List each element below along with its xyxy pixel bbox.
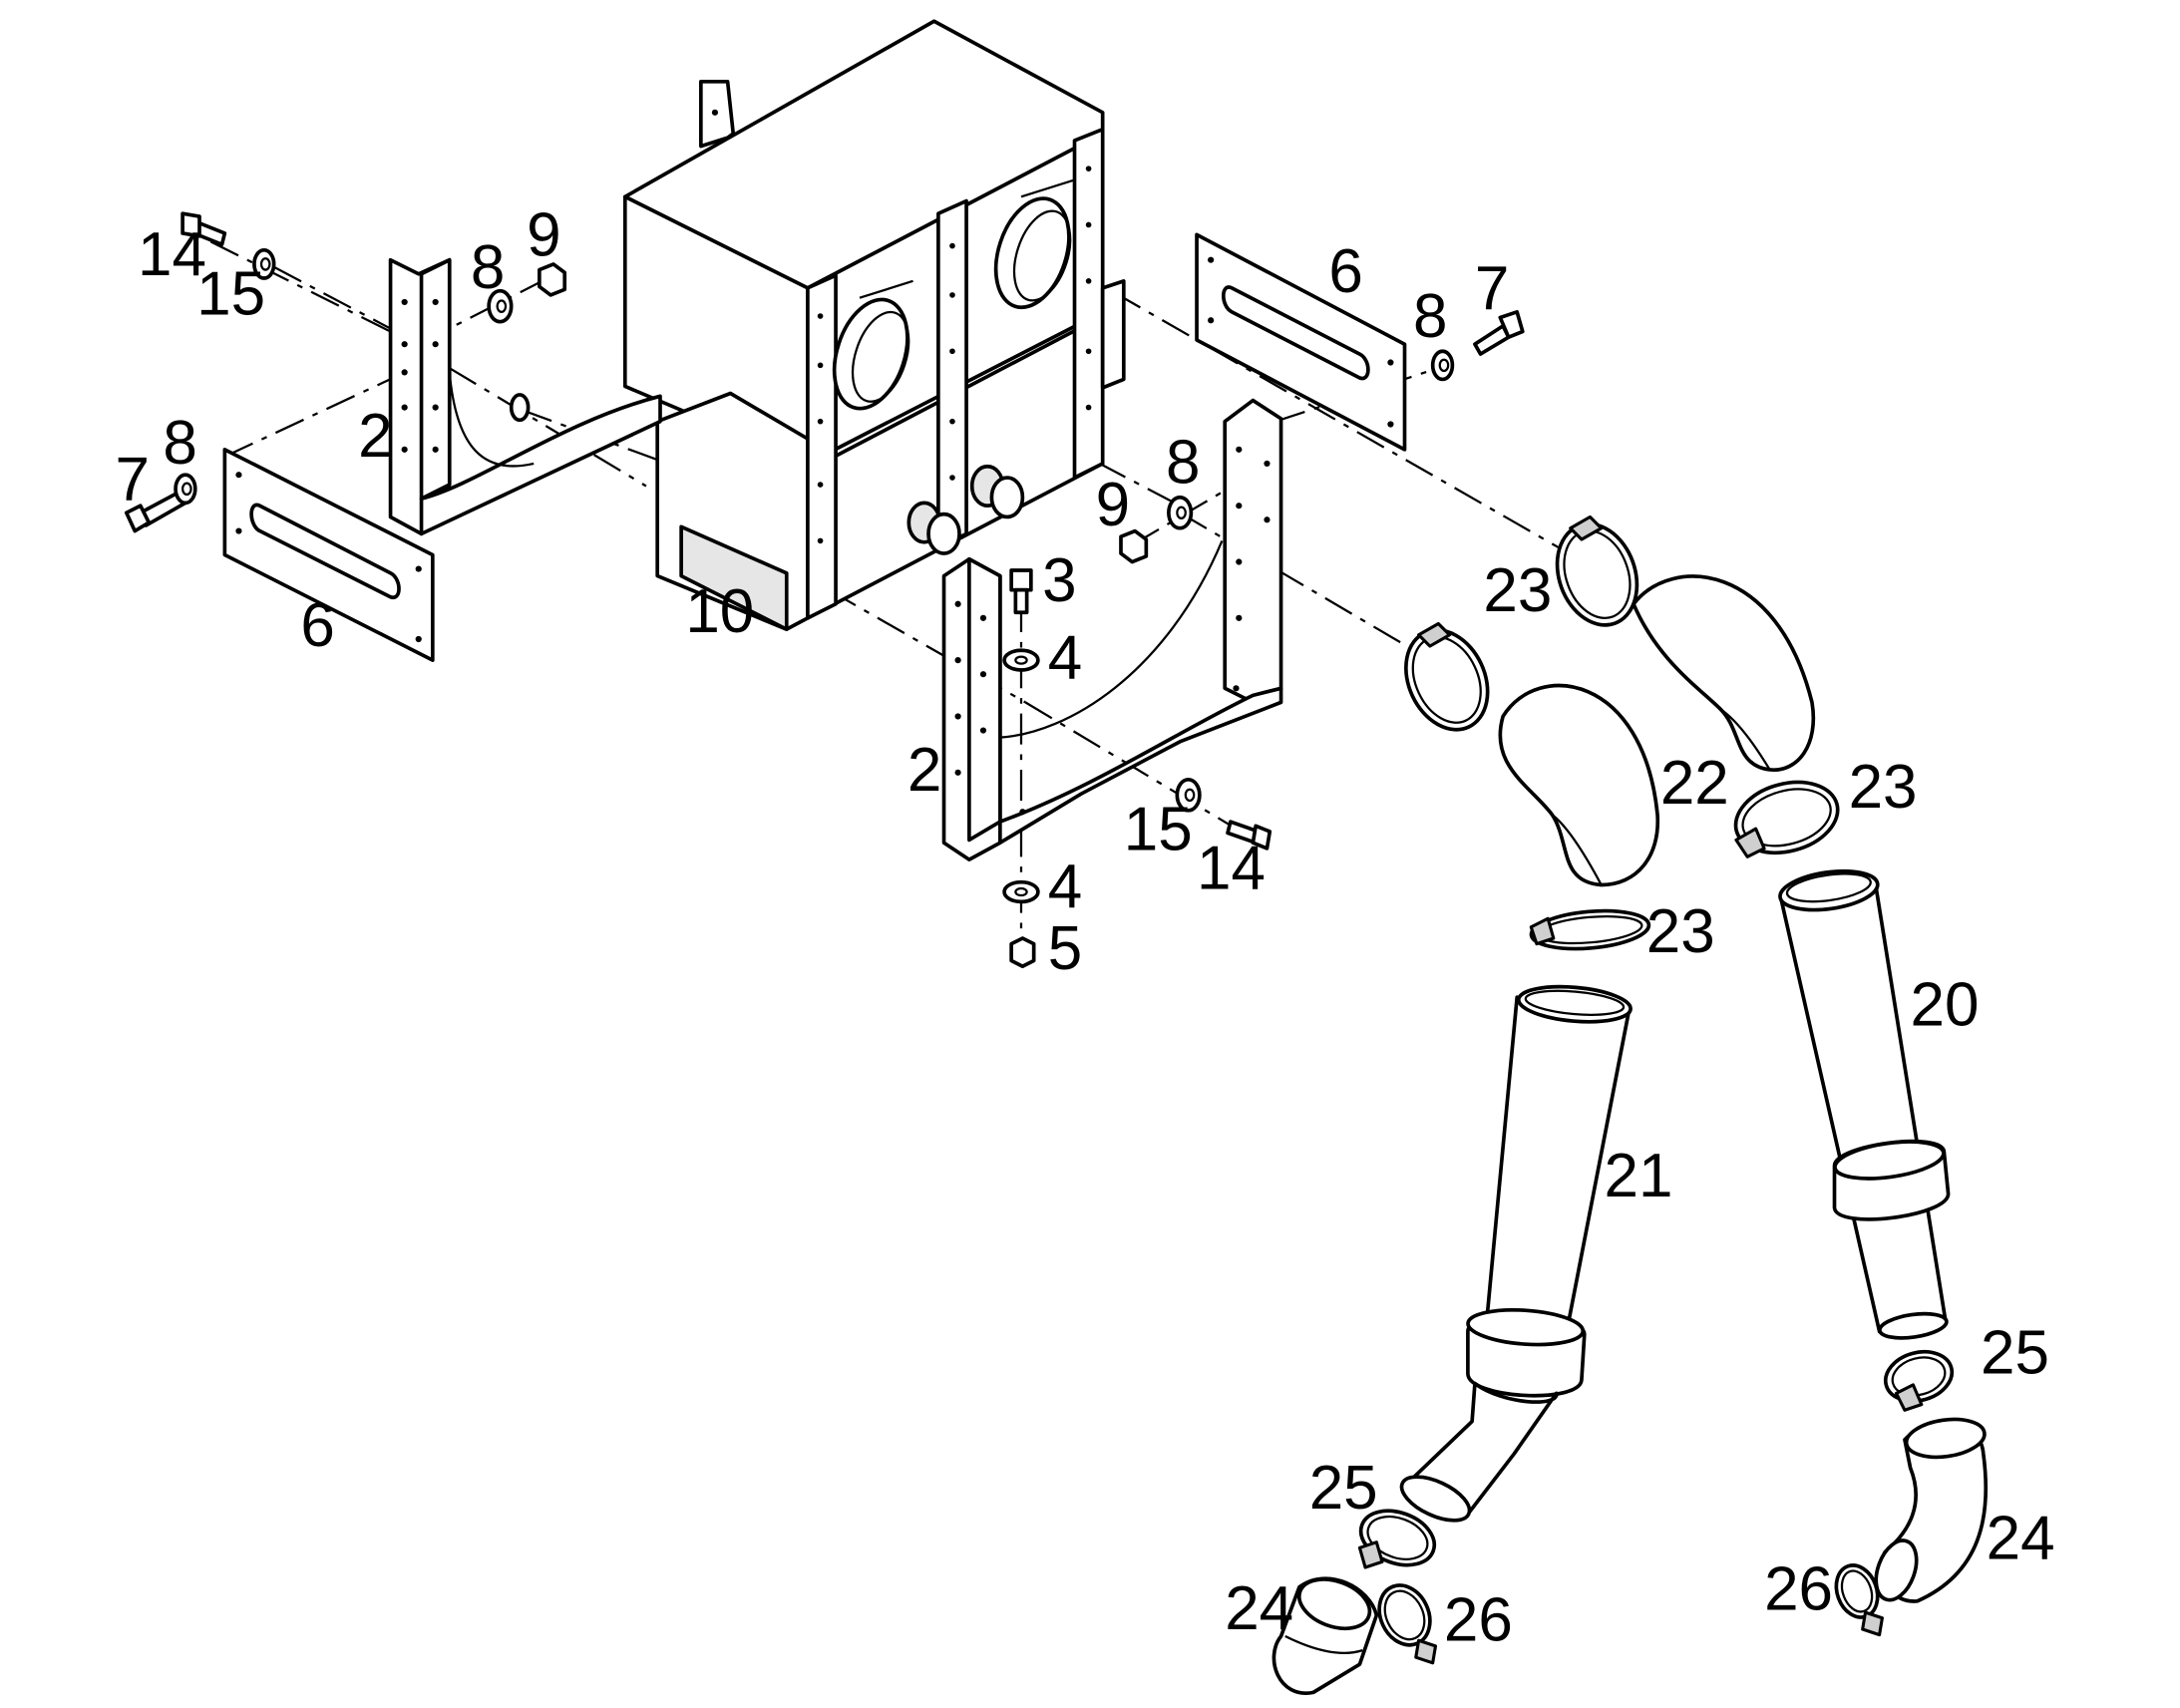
left-mounting-plate (222, 448, 435, 662)
callout-14-left: 14 (138, 220, 206, 289)
hose-clamps-23 (1404, 514, 1840, 951)
callout-8-middle: 8 (1166, 429, 1200, 498)
cooler-housing (622, 19, 1126, 631)
callout-7-left: 7 (115, 446, 149, 514)
callout-15-right: 15 (1124, 795, 1193, 863)
right-mounting-bracket (941, 398, 1283, 861)
callout-25-left: 25 (1309, 1454, 1378, 1523)
callout-8-left: 8 (163, 409, 196, 478)
callout-labels: 14 15 8 9 2 7 8 6 10 6 8 7 8 9 3 4 2 15 … (115, 200, 2054, 1654)
callout-6-right: 6 (1328, 237, 1362, 306)
callout-15-left: 15 (196, 260, 265, 329)
callout-5: 5 (1048, 914, 1082, 983)
callout-26-right: 26 (1764, 1554, 1833, 1623)
fasteners (124, 211, 1525, 969)
pipe-20 (1778, 868, 1951, 1340)
callout-26-left: 26 (1444, 1585, 1513, 1654)
callout-23-c: 23 (1646, 897, 1715, 966)
callout-2-right: 2 (908, 736, 941, 805)
callout-4-upper: 4 (1048, 623, 1082, 692)
callout-23-a: 23 (1483, 556, 1552, 625)
callout-10: 10 (685, 577, 754, 646)
callout-8-top-left: 8 (471, 233, 505, 302)
callout-21: 21 (1605, 1142, 1673, 1210)
callout-6-left: 6 (300, 591, 334, 660)
callout-3: 3 (1042, 546, 1076, 615)
callout-7-right: 7 (1475, 254, 1509, 323)
callout-20: 20 (1911, 970, 1980, 1039)
callout-9-middle: 9 (1096, 471, 1130, 539)
callout-14-right: 14 (1197, 835, 1266, 903)
callout-24-left: 24 (1225, 1574, 1293, 1643)
left-mounting-bracket (388, 257, 662, 536)
elbow-hoses-24 (1272, 1417, 1989, 1695)
callout-24-right: 24 (1987, 1505, 2055, 1573)
callout-23-b: 23 (1849, 753, 1918, 822)
callout-4-lower: 4 (1048, 853, 1082, 921)
pipe-21 (1399, 984, 1633, 1523)
callout-9-top-left: 9 (527, 200, 560, 269)
right-mounting-plate (1195, 232, 1407, 452)
elbow-hoses-22 (1498, 574, 1816, 887)
callout-2-left: 2 (358, 402, 392, 471)
callout-8-right: 8 (1413, 282, 1447, 351)
hose-clamps-25 (1357, 1349, 1955, 1569)
callout-25-right: 25 (1981, 1319, 2049, 1388)
hose-clamps-26 (1377, 1563, 1884, 1665)
callout-22: 22 (1660, 749, 1729, 818)
